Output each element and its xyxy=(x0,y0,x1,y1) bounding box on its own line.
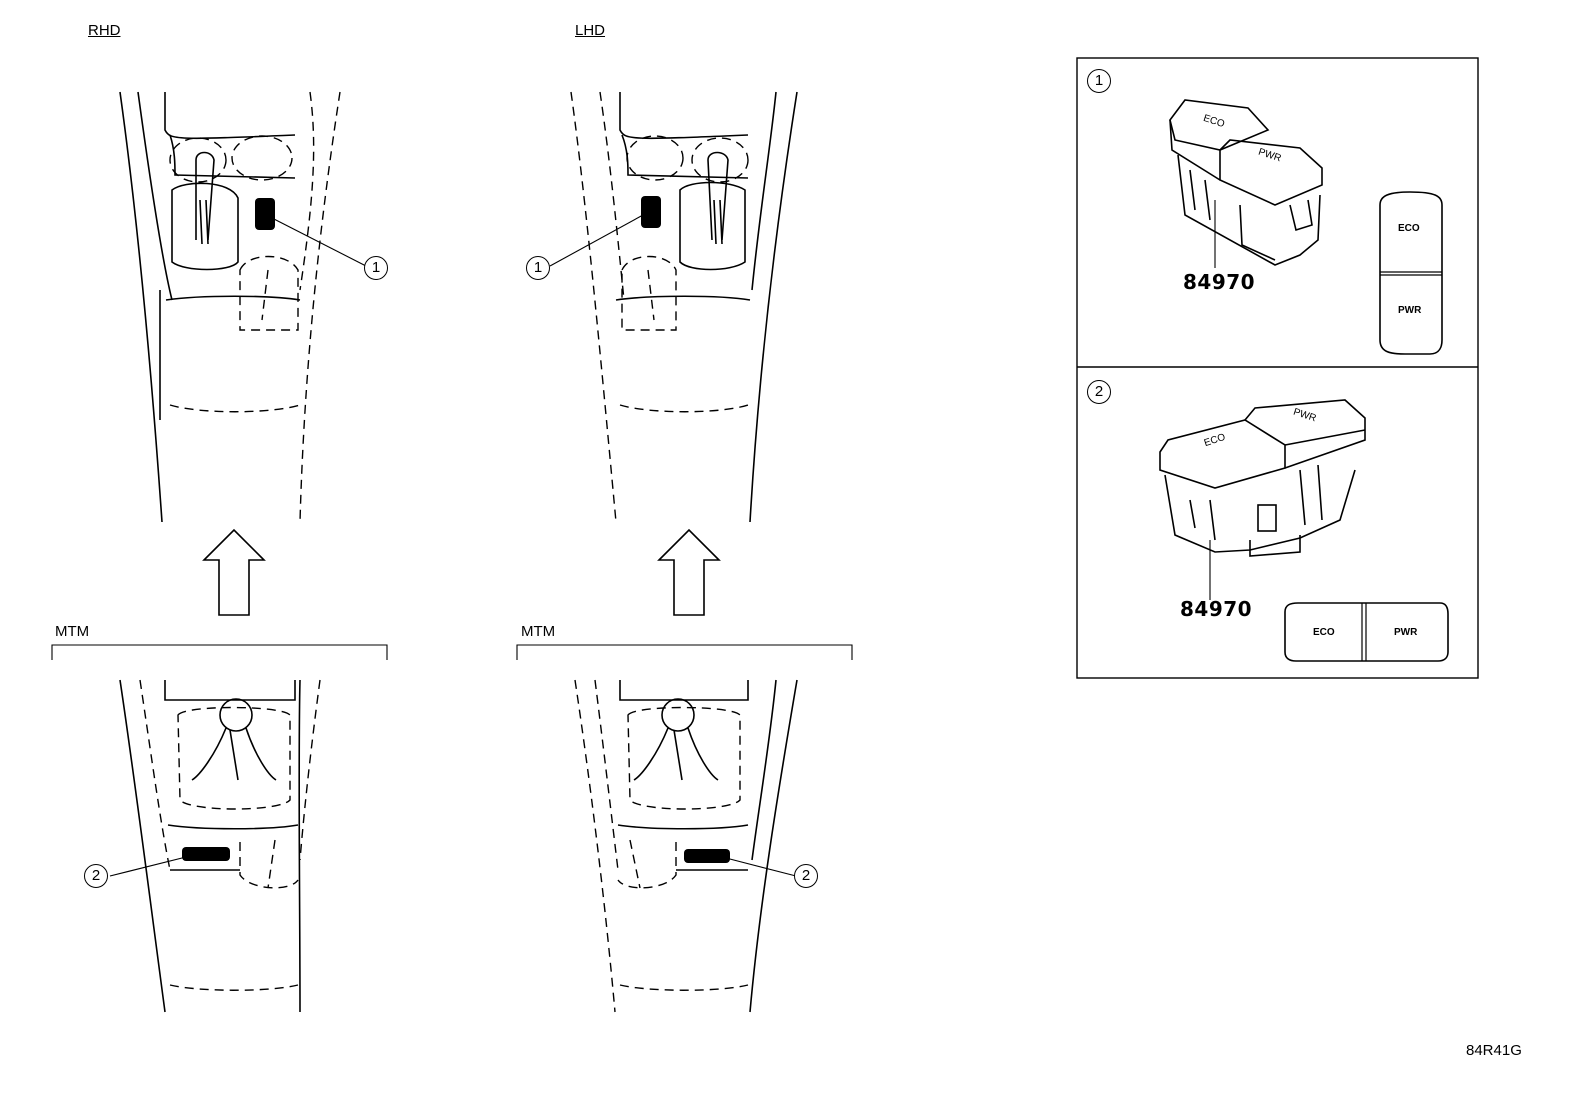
callout-1-rhd: 1 xyxy=(364,256,388,280)
lhd-console-view xyxy=(549,91,798,523)
panel1-switch-drawing xyxy=(1169,99,1443,355)
lhd-label: LHD xyxy=(575,22,606,39)
lhd-mtm-switch-location xyxy=(684,849,730,863)
panel2-front-pwr: PWR xyxy=(1394,627,1418,638)
panel1-number: 1 xyxy=(1087,69,1111,93)
panel2-switch-drawing xyxy=(1159,399,1449,662)
mtm-label-right: MTM xyxy=(521,623,556,640)
callout-2-lhd: 2 xyxy=(794,864,818,888)
rhd-switch-location xyxy=(255,198,275,230)
rhd-console-view xyxy=(119,91,367,523)
panel2-front-eco: ECO xyxy=(1313,627,1335,638)
lhd-switch-location xyxy=(641,196,661,228)
lhd-mtm-console-view xyxy=(574,679,798,1013)
panel2-part-number: 84970 xyxy=(1180,597,1253,621)
panel1-front-eco: ECO xyxy=(1398,223,1420,234)
mtm-label-left: MTM xyxy=(55,623,90,640)
panel1-part-number: 84970 xyxy=(1183,270,1256,294)
mtm-bracket-left xyxy=(51,644,388,660)
mtm-bracket-right xyxy=(516,644,853,660)
panel1-front-pwr: PWR xyxy=(1398,305,1422,316)
rhd-label: RHD xyxy=(88,22,121,39)
up-arrow-right xyxy=(657,528,721,616)
reference-code: 84R41G xyxy=(1466,1042,1522,1059)
detail-panel-frame xyxy=(1076,57,1479,679)
callout-1-lhd: 1 xyxy=(526,256,550,280)
panel2-number: 2 xyxy=(1087,380,1111,404)
rhd-mtm-console-view xyxy=(109,679,321,1013)
up-arrow-left xyxy=(202,528,266,616)
rhd-mtm-switch-location xyxy=(182,847,230,861)
callout-2-rhd: 2 xyxy=(84,864,108,888)
